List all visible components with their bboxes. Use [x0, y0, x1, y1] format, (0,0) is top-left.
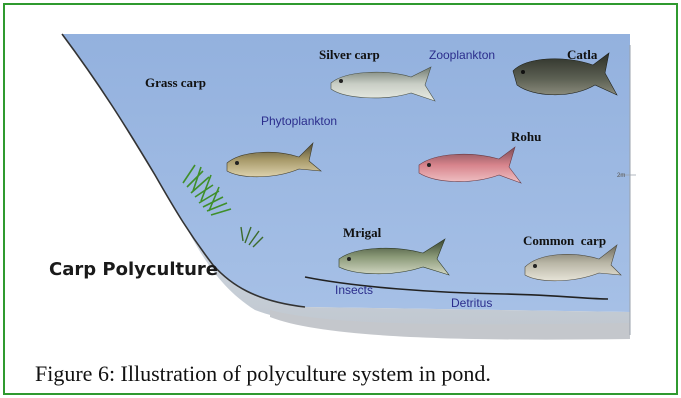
label-mrigal: Mrigal [343, 225, 382, 240]
diagram-title: Carp Polyculture [49, 259, 218, 280]
label-detritus: Detritus [451, 296, 492, 310]
label-rohu: Rohu [511, 129, 541, 144]
label-catla: Catla [567, 47, 598, 62]
label-common-carp: Common carp [523, 233, 606, 248]
figure-caption: Figure 6: Illustration of polyculture sy… [35, 361, 491, 387]
label-grass-carp: Grass carp [145, 75, 206, 90]
pond-illustration: 2m [5, 5, 676, 393]
depth-scale-label: 2m [617, 173, 625, 179]
label-insects: Insects [335, 283, 373, 297]
label-zooplankton: Zooplankton [429, 48, 495, 62]
label-silver-carp: Silver carp [319, 47, 380, 62]
figure-frame: 2m [3, 3, 678, 395]
label-phytoplankton: Phytoplankton [261, 114, 337, 128]
